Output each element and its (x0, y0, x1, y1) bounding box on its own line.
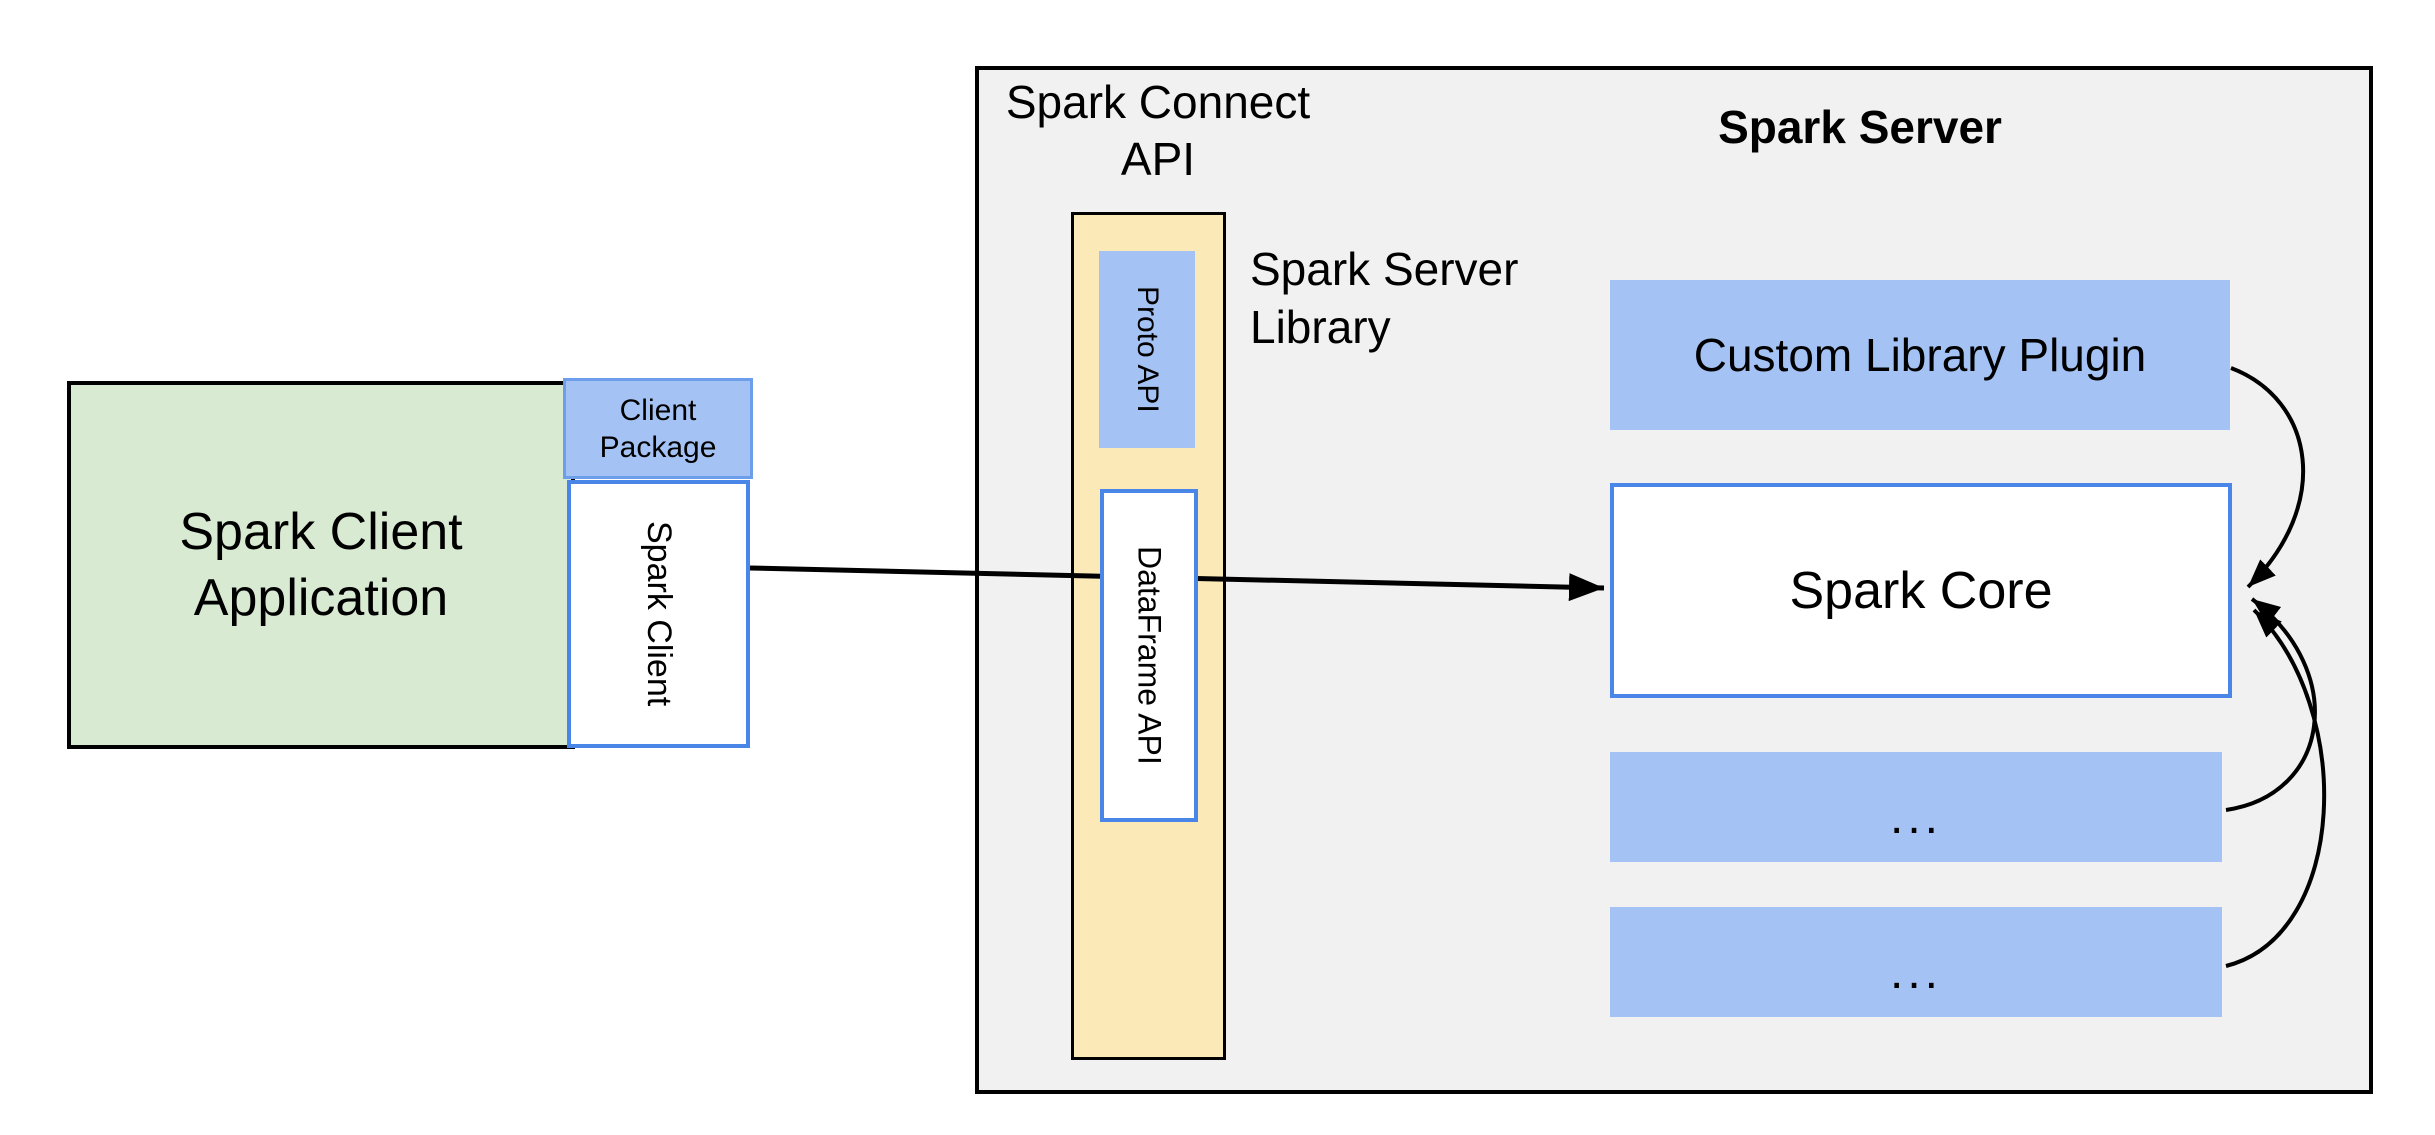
plugin-placeholder-box-1: ... (1610, 752, 2222, 862)
ellipsis-label-1: ... (1889, 790, 1942, 844)
spark-core-label: Spark Core (1789, 561, 2053, 620)
dataframe-api-box: DataFrame API (1100, 489, 1198, 822)
proto-api-box: Proto API (1099, 251, 1195, 448)
plugin-placeholder-box-2: ... (1610, 907, 2222, 1017)
custom-library-plugin-box: Custom Library Plugin (1610, 280, 2230, 430)
spark-server-title: Spark Server (1718, 101, 2002, 153)
spark-core-box: Spark Core (1610, 483, 2232, 698)
custom-library-plugin-label: Custom Library Plugin (1693, 329, 2147, 381)
spark-server-library-label: Spark Server Library (1250, 243, 1519, 353)
client-package-label: Client Package (599, 393, 717, 464)
ellipsis-label-2: ... (1889, 945, 1942, 999)
client-package-box: Client Package (563, 378, 753, 479)
spark-client-application-label: Spark Client Application (179, 503, 463, 627)
dataframe-api-label: DataFrame API (1131, 546, 1168, 765)
spark-client-label: Spark Client (640, 521, 678, 707)
spark-client-box: Spark Client (567, 480, 750, 748)
spark-client-application-box: Spark Client Application (67, 381, 575, 749)
spark-connect-api-title: Spark Connect API (1005, 76, 1311, 185)
proto-api-label: Proto API (1131, 286, 1164, 413)
